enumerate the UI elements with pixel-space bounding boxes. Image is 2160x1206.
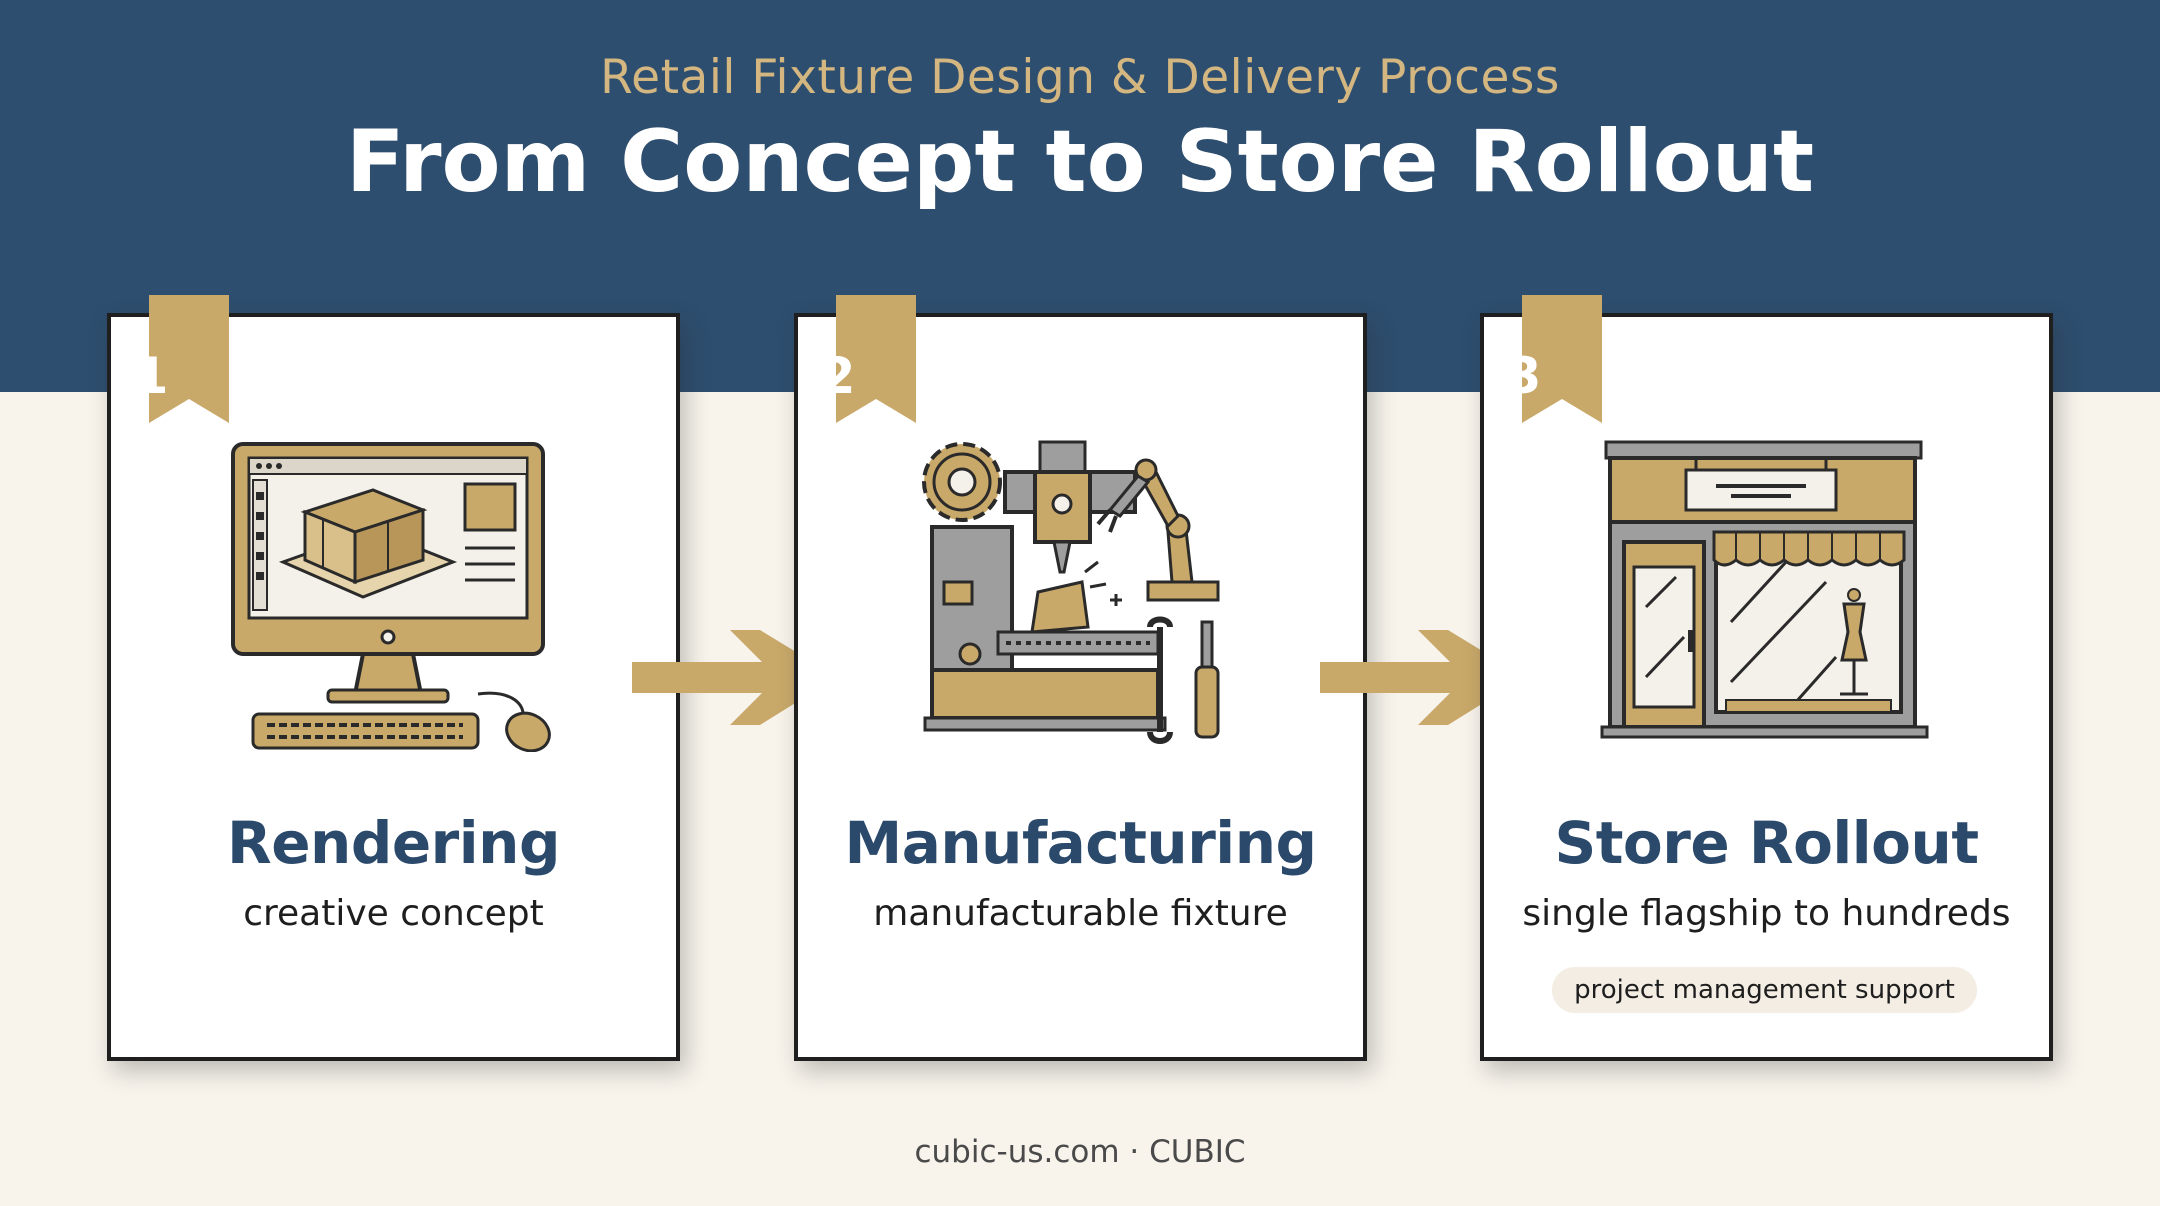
arrow-right-icon xyxy=(632,630,837,725)
step-subtitle: single flagship to hundreds xyxy=(1522,893,2011,934)
step-card-store-rollout: 3 Sto xyxy=(1480,295,2053,1061)
step-subtitle: creative concept xyxy=(243,893,544,934)
step-number: 1 xyxy=(133,347,169,405)
step-number: 2 xyxy=(820,347,856,405)
ribbon-badge-icon xyxy=(1522,295,1602,423)
step-subtitle: manufacturable fixture xyxy=(873,893,1288,934)
cnc-machine-icon xyxy=(922,440,1220,744)
ribbon-badge-icon xyxy=(836,295,916,423)
step-title: Rendering xyxy=(227,809,560,877)
storefront-icon xyxy=(1600,440,1929,739)
step-title: Manufacturing xyxy=(844,809,1318,877)
page-title: From Concept to Store Rollout xyxy=(345,112,1815,212)
arrow-right-icon xyxy=(1320,630,1525,725)
step-card-manufacturing: 2 xyxy=(794,295,1367,1061)
step-number: 3 xyxy=(1506,347,1542,405)
computer-3d-rendering-icon xyxy=(231,442,551,752)
footer-credit: cubic-us.com · CUBIC xyxy=(914,1134,1246,1170)
step-title: Store Rollout xyxy=(1554,809,1979,877)
page-subtitle: Retail Fixture Design & Delivery Process xyxy=(600,50,1560,105)
step-card-rendering: 1 Rendering creati xyxy=(107,295,680,1061)
ribbon-badge-icon xyxy=(149,295,229,423)
project-management-tag: project management support xyxy=(1552,967,1977,1013)
